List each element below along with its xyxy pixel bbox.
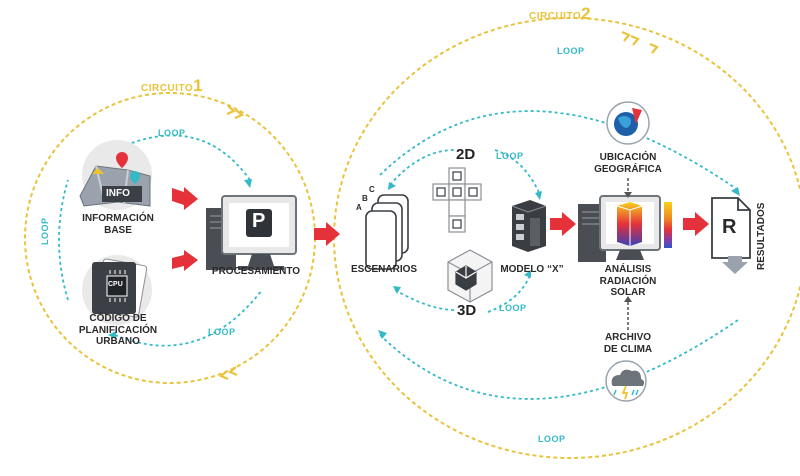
arrow-modelo-to-analisis — [550, 212, 576, 236]
loop-label-3d: LOOP — [499, 303, 527, 313]
computer-p-icon — [206, 195, 297, 270]
circuit-2-loop-arrowheads — [378, 182, 740, 339]
circuit-2-loop — [379, 110, 739, 400]
circuit-1-chevrons-bottom — [218, 366, 238, 381]
analisis-line2: RADIACIÓN — [599, 275, 657, 287]
procesamiento-label: PROCESAMIENTO — [211, 266, 301, 277]
ubicacion-line1: UBICACIÓN — [599, 152, 657, 163]
circuit-1-word: CIRCUITO — [141, 83, 194, 94]
circuit-1-loop — [58, 134, 263, 347]
analysis-connector-heads — [624, 192, 632, 302]
loop-label-c2-top: LOOP — [557, 46, 585, 56]
analisis-line1: ANÁLISIS — [604, 264, 652, 275]
info-map-icon — [79, 140, 152, 210]
procesamiento-icon-text: P — [252, 210, 266, 232]
info-icon-text: INFO — [106, 188, 130, 199]
view-3d-label: 3D — [457, 302, 477, 319]
resultados-icon-text: R — [722, 216, 737, 238]
circuit-1-loop-arrowheads — [108, 179, 252, 339]
loop-label-c1-bottom: LOOP — [208, 327, 236, 337]
circuit-2-title: CIRCUITO2 — [529, 4, 591, 24]
sheet-a-label: A — [356, 203, 362, 212]
circuit-1-number: 1 — [193, 76, 203, 95]
analisis-label: ANÁLISIS RADIACIÓN SOLAR — [583, 264, 673, 299]
codigo-line1: CÓDIGO DE — [89, 313, 147, 324]
arrow-info-to-p — [172, 187, 198, 210]
informacion-base-label: INFORMACIÓN BASE — [73, 213, 163, 236]
cube-3d-icon — [447, 249, 493, 303]
red-arrows — [172, 187, 709, 271]
codigo-label: CÓDIGO DE PLANIFICACIÓN URBANO — [66, 313, 170, 348]
circuit-2-chevrons — [621, 30, 659, 54]
loop-label-c1-left: LOOP — [40, 217, 50, 245]
archivo-label: ARCHIVO DE CLIMA — [591, 332, 665, 355]
codigo-line2: PLANIFICACIÓN — [78, 324, 158, 336]
loop-label-c1-top: LOOP — [158, 128, 186, 138]
circuit-2-number: 2 — [581, 4, 591, 23]
informacion-base-line2: BASE — [104, 224, 132, 236]
loop-label-2d: LOOP — [496, 151, 524, 161]
escenarios-label: ESCENARIOS — [350, 264, 418, 275]
ubicacion-line2: GEOGRÁFICA — [594, 163, 662, 175]
arrow-cpu-to-p — [172, 250, 198, 271]
cpu-icon-text: CPU — [108, 281, 123, 288]
sheet-b-label: B — [362, 194, 368, 203]
cube-net-2d-icon — [432, 167, 482, 233]
informacion-base-line1: INFORMACIÓN — [82, 213, 154, 224]
escenarios-sheets — [365, 194, 409, 270]
archivo-line2: DE CLIMA — [603, 343, 653, 355]
solar-analysis-computer-icon — [578, 195, 672, 262]
heat-scale-bar — [664, 202, 672, 248]
cpu-document-icon — [82, 255, 152, 325]
climate-cloud-icon — [605, 360, 647, 402]
circuit-2-word: CIRCUITO — [529, 11, 582, 22]
archivo-line1: ARCHIVO — [604, 332, 652, 343]
circuit-1-chevrons-top — [226, 105, 245, 120]
arrow-c1-to-c2 — [314, 222, 340, 246]
ubicacion-label: UBICACIÓN GEOGRÁFICA — [583, 152, 673, 175]
results-document-icon — [711, 197, 751, 274]
codigo-line3: URBANO — [96, 336, 140, 347]
sheet-c-label: C — [369, 185, 375, 194]
loop-label-c2-bottom: LOOP — [538, 434, 566, 444]
modelo-x-block-icon — [511, 200, 547, 252]
analisis-line3: SOLAR — [610, 287, 646, 298]
circuit-1-title: CIRCUITO1 — [141, 76, 203, 96]
arrow-analisis-to-r — [683, 212, 709, 236]
resultados-label: RESULTADOS — [756, 202, 767, 270]
modelo-label: MODELO “X” — [500, 264, 564, 275]
location-globe-icon — [606, 101, 650, 145]
view-2d-label: 2D — [456, 146, 476, 163]
